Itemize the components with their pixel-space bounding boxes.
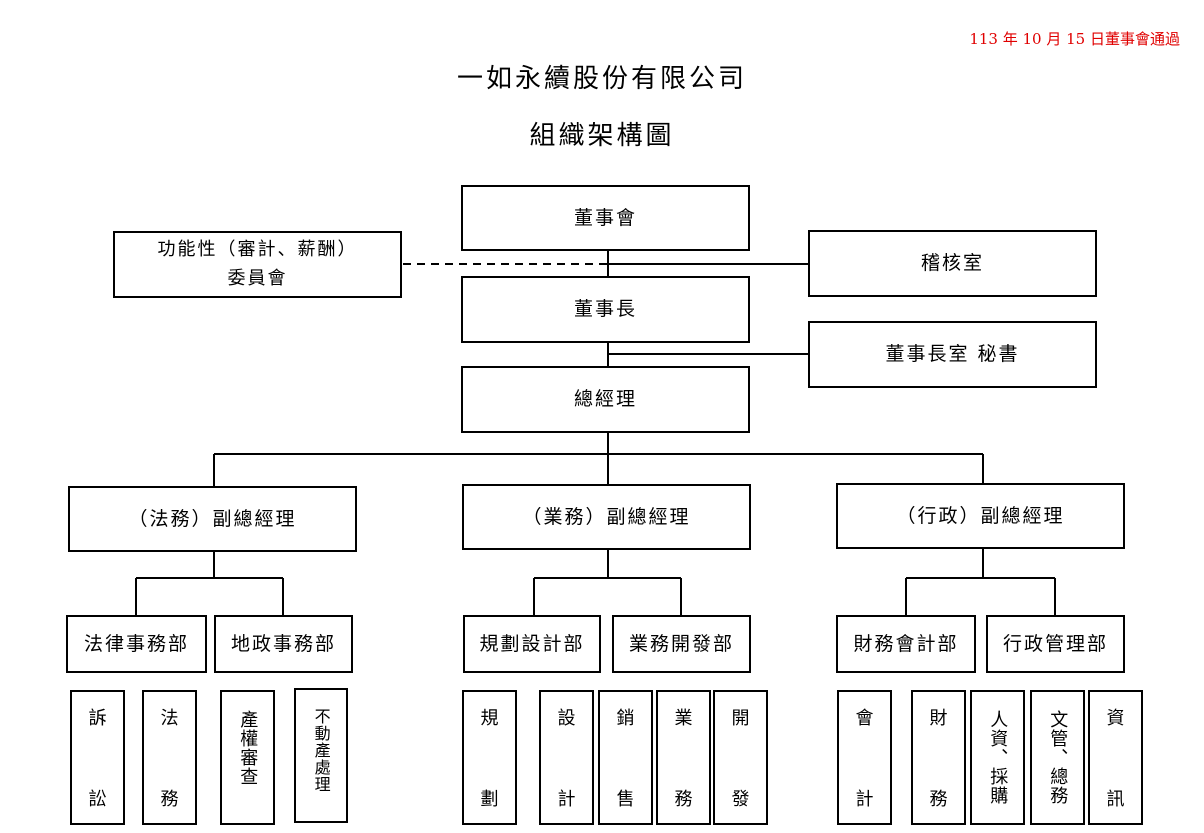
unit-sales-char-1: 銷 xyxy=(616,708,635,729)
vp-business-box: （業務）副總經理 xyxy=(462,484,751,550)
vp-admin-label: （行政）副總經理 xyxy=(896,504,1065,527)
unit-legal-affairs-box: 法 務 xyxy=(142,690,197,825)
approval-note: 113 年 10 月 15 日董事會通過 xyxy=(969,30,1180,48)
chart-title: 組織架構圖 xyxy=(529,121,675,151)
audit-label: 稽核室 xyxy=(920,252,984,275)
unit-it-char-1: 資 xyxy=(1106,708,1125,729)
dept-law-box: 法律事務部 xyxy=(66,615,207,673)
committee-label-line2: 委員會 xyxy=(227,267,288,289)
unit-planning-box: 規 劃 xyxy=(462,690,517,825)
vp-legal-label: （法務）副總經理 xyxy=(128,507,297,530)
board-box: 董事會 xyxy=(461,185,750,251)
vp-admin-box: （行政）副總經理 xyxy=(836,483,1125,549)
unit-design-box: 設 計 xyxy=(539,690,594,825)
unit-design-char-2: 計 xyxy=(557,789,576,811)
unit-litigation-box: 訴 訟 xyxy=(70,690,125,825)
unit-finance-box: 財 務 xyxy=(911,690,966,825)
gm-label: 總經理 xyxy=(573,388,637,411)
dept-mgmt-box: 行政管理部 xyxy=(986,615,1125,673)
board-label: 董事會 xyxy=(573,206,637,229)
unit-sales-char-2: 售 xyxy=(616,789,635,811)
company-name: 一如永續股份有限公司 xyxy=(456,64,747,94)
unit-accounting-box: 會 計 xyxy=(837,690,892,825)
dept-land-label: 地政事務部 xyxy=(230,632,336,655)
unit-development-box: 開 發 xyxy=(713,690,768,825)
unit-development-char-2: 發 xyxy=(731,789,750,811)
vp-legal-box: （法務）副總經理 xyxy=(68,486,357,552)
dept-fin-box: 財務會計部 xyxy=(836,615,976,673)
dept-plan-box: 規劃設計部 xyxy=(463,615,601,673)
gm-box: 總經理 xyxy=(461,366,750,433)
dept-mgmt-label: 行政管理部 xyxy=(1002,632,1108,655)
dept-dev-label: 業務開發部 xyxy=(628,632,734,655)
unit-planning-char-2: 劃 xyxy=(480,789,499,811)
dept-plan-label: 規劃設計部 xyxy=(479,632,585,655)
committee-label-line1: 功能性（審計、薪酬） xyxy=(157,238,358,260)
unit-it-box: 資 訊 xyxy=(1088,690,1143,825)
unit-property-review-box: 產權審查 xyxy=(220,690,275,825)
unit-property-review-label: 產權審查 xyxy=(237,710,259,786)
unit-development-char-1: 開 xyxy=(731,708,750,729)
unit-legal-affairs-char-2: 務 xyxy=(160,789,179,811)
unit-accounting-char-2: 計 xyxy=(855,789,874,811)
chairman-box: 董事長 xyxy=(461,276,750,343)
audit-box: 稽核室 xyxy=(808,230,1097,297)
unit-docs-label: 文管、總務 xyxy=(1047,710,1069,805)
dept-dev-box: 業務開發部 xyxy=(612,615,751,673)
unit-litigation-char-2: 訟 xyxy=(88,789,107,811)
unit-business-box: 業 務 xyxy=(656,690,711,825)
unit-business-char-1: 業 xyxy=(674,708,693,729)
unit-it-char-2: 訊 xyxy=(1106,789,1125,811)
unit-litigation-char-1: 訴 xyxy=(88,708,107,729)
unit-finance-char-2: 務 xyxy=(929,789,948,811)
unit-business-char-2: 務 xyxy=(674,789,693,811)
chairman-label: 董事長 xyxy=(573,298,637,321)
unit-legal-affairs-char-1: 法 xyxy=(160,708,179,729)
dept-law-label: 法律事務部 xyxy=(83,632,189,655)
unit-real-estate-box: 不動產處理 xyxy=(294,688,348,823)
committee-box: 功能性（審計、薪酬） 委員會 xyxy=(113,231,402,298)
dept-land-box: 地政事務部 xyxy=(214,615,353,673)
unit-hr-box: 人資、採購 xyxy=(970,690,1025,825)
chair-office-box: 董事長室 秘書 xyxy=(808,321,1097,388)
unit-real-estate-label: 不動產處理 xyxy=(311,708,331,793)
unit-design-char-1: 設 xyxy=(557,708,576,729)
unit-sales-box: 銷 售 xyxy=(598,690,653,825)
unit-accounting-char-1: 會 xyxy=(855,708,874,729)
unit-docs-box: 文管、總務 xyxy=(1030,690,1085,825)
chair-office-label: 董事長室 秘書 xyxy=(885,343,1020,366)
vp-business-label: （業務）副總經理 xyxy=(522,505,691,528)
unit-hr-label: 人資、採購 xyxy=(987,710,1009,805)
unit-planning-char-1: 規 xyxy=(480,708,499,729)
unit-finance-char-1: 財 xyxy=(929,708,948,729)
dept-fin-label: 財務會計部 xyxy=(853,632,959,655)
